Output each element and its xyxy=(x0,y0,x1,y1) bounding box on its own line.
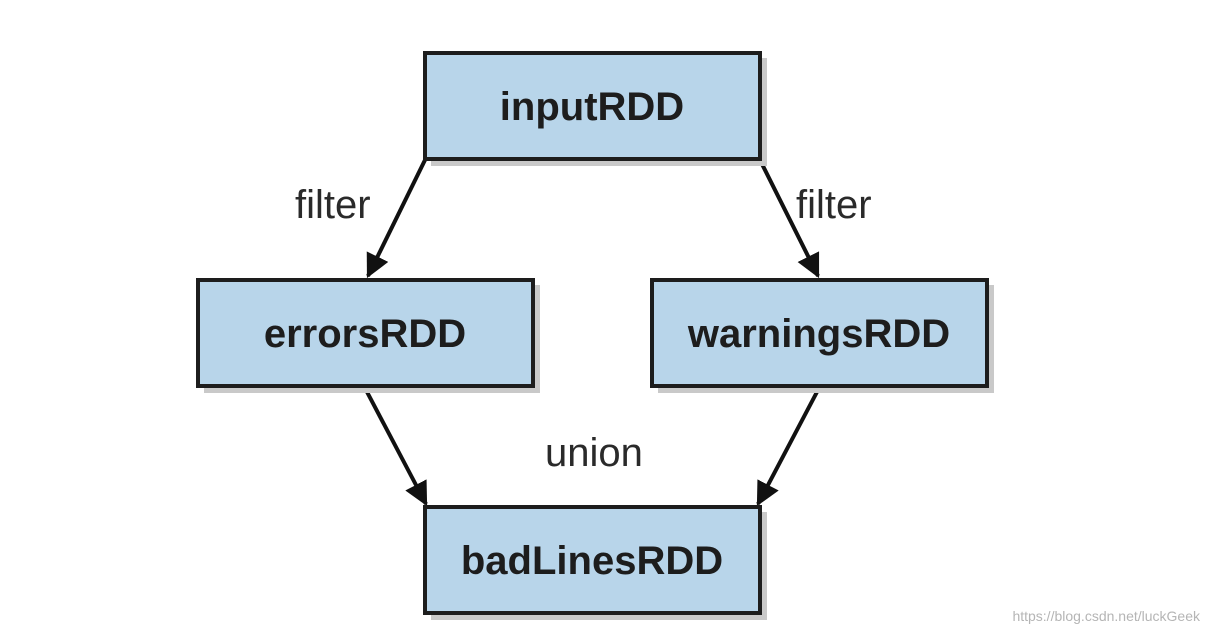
edge-input-to-warnings xyxy=(758,159,820,279)
edge-label-filter-left: filter xyxy=(295,183,371,227)
node-errors: errorsRDD xyxy=(196,278,540,393)
node-label-warnings: warningsRDD xyxy=(687,312,950,356)
edge-label-filter-right: filter xyxy=(796,183,872,227)
node-label-badlines: badLinesRDD xyxy=(461,539,723,583)
watermark: https://blog.csdn.net/luckGeek xyxy=(1012,608,1200,624)
edge-errors-to-badlines xyxy=(364,389,428,507)
node-warnings: warningsRDD xyxy=(650,278,994,393)
node-input: inputRDD xyxy=(423,51,767,166)
edge-label-union: union xyxy=(545,431,643,475)
node-label-input: inputRDD xyxy=(500,85,684,129)
node-badlines: badLinesRDD xyxy=(423,505,767,620)
edge-input-to-errors xyxy=(366,159,427,279)
edge-warnings-to-badlines xyxy=(756,389,820,507)
node-label-errors: errorsRDD xyxy=(264,312,466,356)
